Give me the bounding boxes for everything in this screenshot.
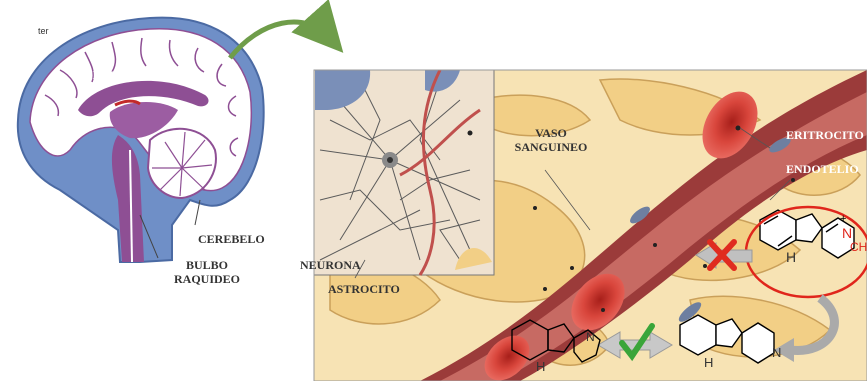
label-bulbo-line2: RAQUIDEO <box>160 272 254 286</box>
label-vaso: VASO SANGUINEO <box>506 126 596 154</box>
label-bulbo: BULBO RAQUIDEO <box>160 258 254 286</box>
right-molecule-nh: H <box>704 356 713 370</box>
label-eritrocito: ERITROCITO <box>786 128 864 142</box>
label-cerebelo: CEREBELO <box>198 232 265 246</box>
top-molecule-charge: + <box>840 212 846 226</box>
brain-section <box>18 18 264 262</box>
corner-fragment: ter <box>38 26 49 36</box>
left-molecule-n: N <box>586 330 595 344</box>
label-vaso-line2: SANGUINEO <box>506 140 596 154</box>
label-cerebro: CEREBRO <box>84 68 143 82</box>
top-molecule-nh: H <box>786 250 796 264</box>
methyl-text: CH <box>850 240 867 254</box>
label-astrocito: ASTROCITO <box>328 282 400 296</box>
label-endotelio: ENDOTELIO <box>786 162 859 176</box>
label-bulbo-line1: BULBO <box>160 258 254 272</box>
top-molecule-n: N <box>842 226 852 240</box>
right-molecule-n: N <box>772 346 781 360</box>
label-vaso-line1: VASO <box>506 126 596 140</box>
top-molecule-methyl: CH3 <box>850 240 867 259</box>
left-molecule-nh: H <box>536 360 545 374</box>
label-neurona: NEURONA <box>300 258 361 272</box>
